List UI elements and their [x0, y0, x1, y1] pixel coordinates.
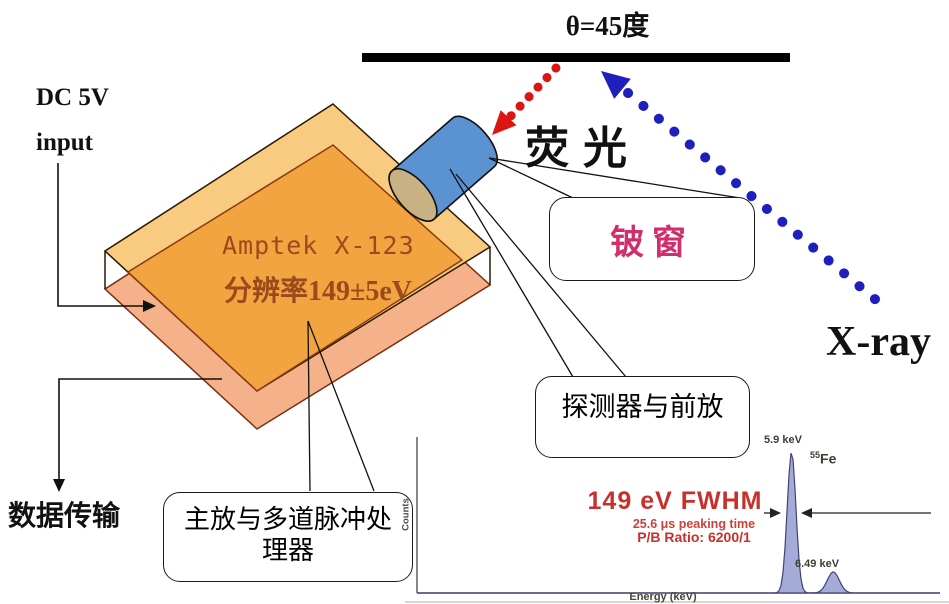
- isotope-label: 55Fe: [810, 450, 836, 467]
- main-amp-callout: 主放与多道脉冲处 理器: [163, 492, 413, 582]
- xray-dotted-line: [623, 88, 881, 305]
- power-input-arrowhead: [143, 300, 156, 312]
- sample-bar: [362, 53, 790, 62]
- callout-line-bewindow-1: [488, 157, 574, 199]
- power-label-line2: input: [36, 129, 93, 156]
- spectrum-peaks: [417, 453, 940, 594]
- isotope-symbol: Fe: [820, 450, 837, 467]
- device-resolution-label: 分辨率149±5eV: [224, 276, 413, 307]
- xray-label: X-ray: [826, 319, 931, 365]
- beryllium-window-label: 铍窗: [610, 224, 694, 262]
- data-transfer-line: [58, 378, 222, 480]
- callout-line-mainamp-2: [307, 320, 375, 492]
- data-transfer-arrowhead: [53, 479, 65, 492]
- main-amp-label-line1: 主放与多道脉冲处: [183, 505, 392, 534]
- chart-ylabel: Counts: [400, 498, 412, 531]
- callout-line-detector-2: [455, 173, 627, 378]
- detector-preamp-callout: 探测器与前放: [535, 376, 750, 458]
- callout-line-mainamp-1: [307, 320, 311, 492]
- main-amp-label-line2: 理器: [261, 536, 314, 566]
- fwhm-arrowhead-left: [770, 508, 781, 518]
- fwhm-arrowhead-right: [801, 508, 812, 518]
- cylinder-end-cap: [388, 168, 438, 222]
- theta-angle-label: θ=45度: [565, 11, 650, 41]
- xray-arrowhead: [601, 71, 631, 99]
- device-model-label: Amptek X-123: [222, 231, 415, 260]
- callout-line-detector-1: [449, 168, 574, 378]
- data-transfer-label: 数据传输: [8, 501, 121, 532]
- peak1-energy-label: 5.9 keV: [764, 434, 802, 446]
- fluorescence-arrowhead: [492, 110, 517, 135]
- callout-line-bewindow-2: [488, 157, 741, 199]
- power-label-line1: DC 5V: [36, 84, 109, 111]
- power-input-line: [57, 163, 146, 307]
- fluorescence-dotted-line: [503, 63, 561, 124]
- peak2-energy-label: 6.49 keV: [795, 558, 840, 570]
- fwhm-annotation: 149 eV FWHM: [587, 487, 763, 515]
- fluorescence-label: 荧光: [525, 124, 641, 173]
- detector-box-panel-face: [126, 144, 464, 392]
- beryllium-window-callout: 铍窗: [549, 197, 755, 281]
- detector-preamp-label: 探测器与前放: [561, 392, 724, 422]
- pb-ratio-annotation: P/B Ratio: 6200/1: [637, 529, 751, 545]
- isotope-mass-number: 55: [810, 450, 821, 460]
- chart-xlabel: Energy (keV): [629, 591, 697, 603]
- peaking-time-annotation: 25.6 μs peaking time: [632, 517, 756, 531]
